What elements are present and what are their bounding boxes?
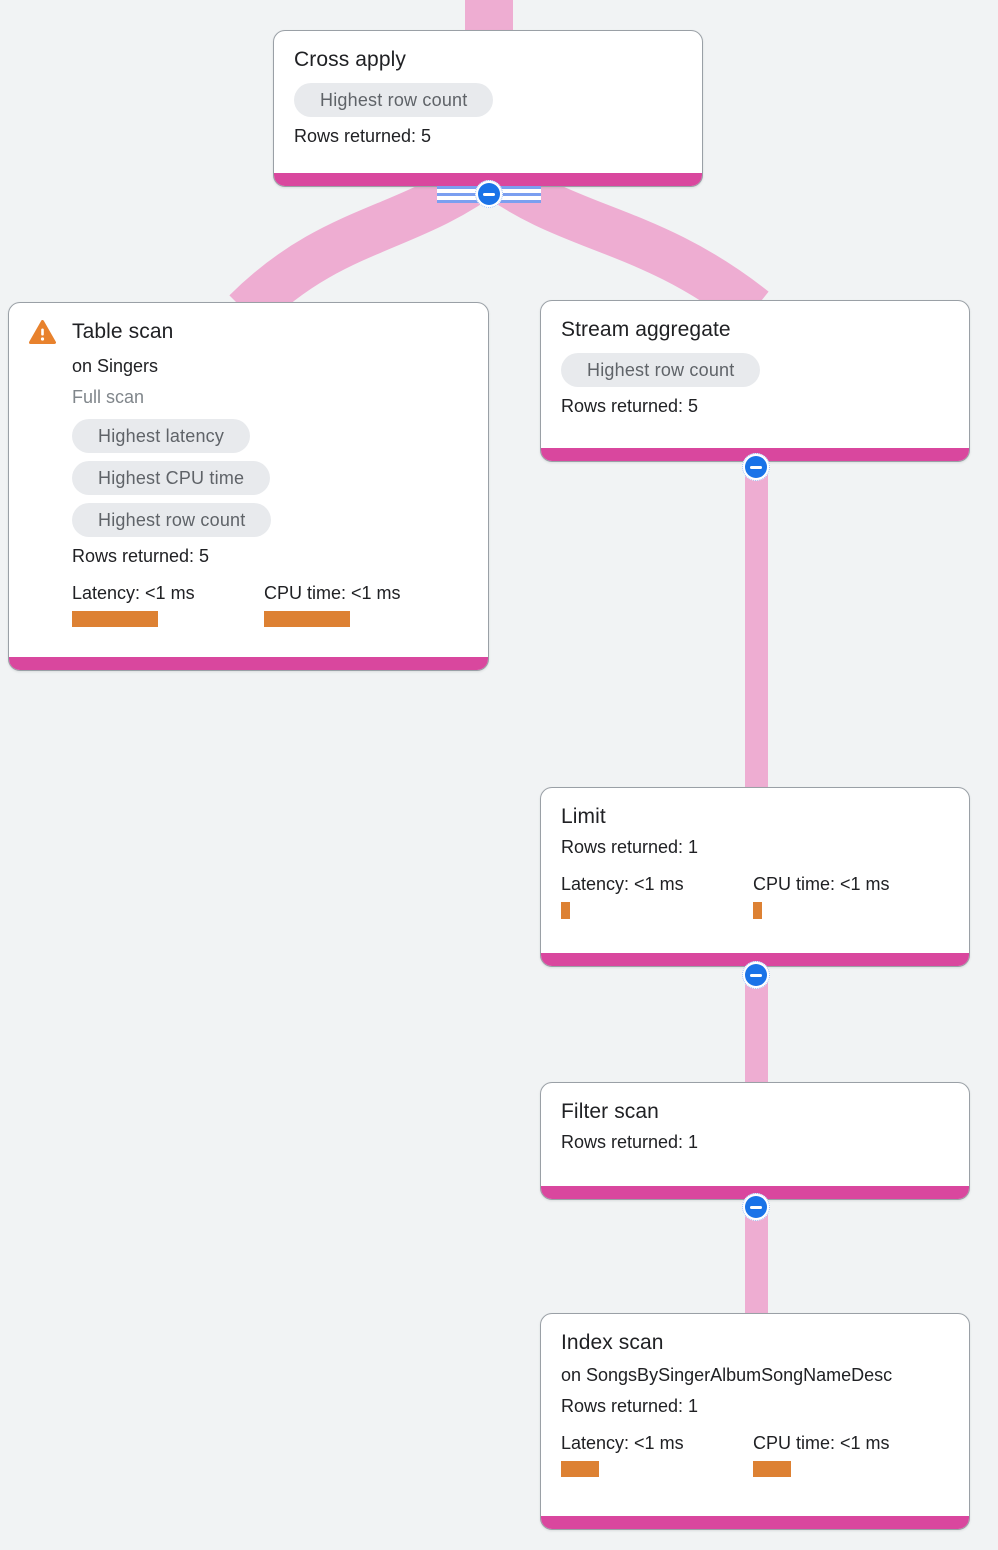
node-subtitle: on Singers [72, 356, 159, 376]
node-footer-bar [541, 1516, 969, 1529]
latency-label: Latency: <1 ms [72, 583, 195, 603]
latency-label: Latency: <1 ms [561, 874, 684, 894]
badge-highest-row-count: Highest row count [561, 353, 761, 387]
node-cross-apply-body: Cross apply Highest row count Rows retur… [274, 31, 702, 173]
node-table-scan-body: Table scan on Singers Full scan Highest … [9, 303, 488, 657]
minus-icon [745, 1196, 767, 1218]
connector-filter-scan-to-index-scan [745, 1196, 768, 1318]
node-index-scan-body: Index scan on SongsBySingerAlbumSongName… [541, 1314, 969, 1516]
node-footer-bar [541, 953, 969, 966]
node-note: Full scan [72, 387, 145, 407]
latency-bar [72, 611, 158, 627]
node-limit-body: Limit Rows returned: 1 Latency: <1 ms CP… [541, 788, 969, 953]
rows-returned: Rows returned: 5 [72, 546, 210, 566]
node-title: Index scan [561, 1331, 664, 1354]
node-table-scan[interactable]: Table scan on Singers Full scan Highest … [8, 302, 489, 671]
node-title: Stream aggregate [561, 318, 731, 341]
node-index-scan[interactable]: Index scan on SongsBySingerAlbumSongName… [540, 1313, 970, 1530]
rows-returned: Rows returned: 5 [561, 396, 699, 416]
latency-bar [561, 1461, 599, 1477]
cpu-time-bar [264, 611, 350, 627]
collapse-button-stream-aggregate[interactable] [742, 453, 770, 481]
cpu-time-bar [753, 1461, 791, 1477]
badge-highest-cpu-time: Highest CPU time [72, 461, 271, 495]
warning-icon [29, 319, 56, 344]
rows-returned: Rows returned: 1 [561, 1132, 699, 1152]
cpu-time-bar [753, 902, 762, 919]
node-title: Limit [561, 805, 606, 828]
cpu-time-label: CPU time: <1 ms [264, 583, 401, 603]
collapse-button-limit[interactable] [742, 961, 770, 989]
node-filter-scan[interactable]: Filter scan Rows returned: 1 [540, 1082, 970, 1200]
connector-limit-to-filter-scan [745, 962, 768, 1086]
cpu-time-label: CPU time: <1 ms [753, 874, 890, 894]
cpu-time-label: CPU time: <1 ms [753, 1433, 890, 1453]
rows-returned: Rows returned: 5 [294, 126, 432, 146]
minus-icon [478, 183, 500, 205]
node-subtitle: on SongsBySingerAlbumSongNameDesc [561, 1365, 893, 1385]
connector-stream-aggregate-to-limit [745, 458, 768, 792]
node-footer-bar [274, 173, 702, 186]
node-stream-aggregate-body: Stream aggregate Highest row count Rows … [541, 301, 969, 448]
rows-returned: Rows returned: 1 [561, 1396, 699, 1416]
latency-bar [561, 902, 570, 919]
latency-label: Latency: <1 ms [561, 1433, 684, 1453]
node-stream-aggregate[interactable]: Stream aggregate Highest row count Rows … [540, 300, 970, 462]
minus-icon [745, 964, 767, 986]
collapse-button-filter-scan[interactable] [742, 1193, 770, 1221]
badge-highest-row-count: Highest row count [294, 83, 494, 117]
node-title: Cross apply [294, 48, 406, 71]
connector-top-incoming [465, 0, 513, 34]
node-filter-scan-body: Filter scan Rows returned: 1 [541, 1083, 969, 1186]
minus-icon [745, 456, 767, 478]
badge-highest-latency: Highest latency [72, 419, 251, 453]
node-limit[interactable]: Limit Rows returned: 1 Latency: <1 ms CP… [540, 787, 970, 967]
rows-returned: Rows returned: 1 [561, 837, 699, 857]
badge-highest-row-count: Highest row count [72, 503, 272, 537]
node-title: Table scan [72, 320, 174, 343]
node-footer-bar [9, 657, 488, 670]
node-title: Filter scan [561, 1100, 659, 1123]
collapse-button-cross-apply[interactable] [475, 180, 503, 208]
node-cross-apply[interactable]: Cross apply Highest row count Rows retur… [273, 30, 703, 187]
node-footer-bar [541, 1186, 969, 1199]
